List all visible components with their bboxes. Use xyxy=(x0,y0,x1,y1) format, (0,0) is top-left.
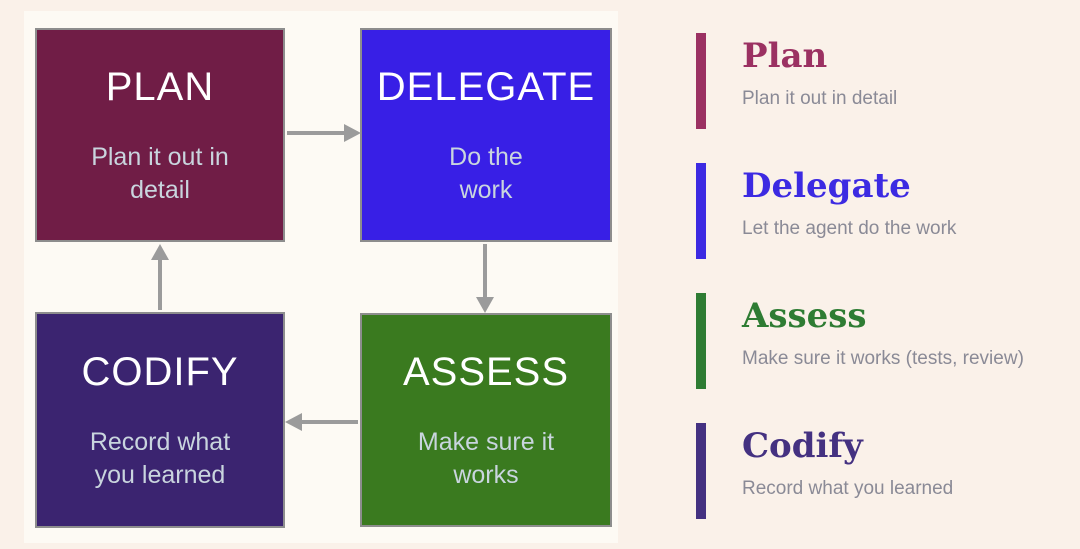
legend-text: Codify Record what you learned xyxy=(742,423,953,519)
codify-box-title: CODIFY xyxy=(81,350,239,394)
delegate-color-bar xyxy=(696,163,706,259)
plan-box-subtitle: Plan it out in detail xyxy=(91,143,229,204)
assess-box-subtitle: Make sure it works xyxy=(417,428,555,489)
plan-box-title: PLAN xyxy=(105,65,215,109)
legend-desc-plan: Plan it out in detail xyxy=(742,88,898,110)
legend-item-assess: Assess Make sure it works (tests, review… xyxy=(696,293,1024,389)
codify-color-bar xyxy=(696,423,706,519)
delegate-box: DELEGATE Do the work xyxy=(360,28,612,242)
legend-text: Assess Make sure it works (tests, review… xyxy=(742,293,1024,389)
codify-box-subtitle: Record what you learned xyxy=(89,428,231,489)
assess-color-bar xyxy=(696,293,706,389)
legend-desc-delegate: Let the agent do the work xyxy=(742,218,957,240)
legend-item-codify: Codify Record what you learned xyxy=(696,423,953,519)
plan-box: PLAN Plan it out in detail xyxy=(35,28,285,242)
codify-box: CODIFY Record what you learned xyxy=(35,312,285,528)
legend-desc-codify: Record what you learned xyxy=(742,478,954,500)
legend-title-plan: Plan xyxy=(742,36,828,76)
legend-title-delegate: Delegate xyxy=(742,166,911,206)
legend-item-plan: Plan Plan it out in detail xyxy=(696,33,897,129)
legend-title-assess: Assess xyxy=(742,296,867,336)
legend-title-codify: Codify xyxy=(742,426,863,466)
delegate-box-subtitle: Do the work xyxy=(449,143,523,204)
legend-text: Delegate Let the agent do the work xyxy=(742,163,956,259)
legend-item-delegate: Delegate Let the agent do the work xyxy=(696,163,956,259)
plan-color-bar xyxy=(696,33,706,129)
legend-text: Plan Plan it out in detail xyxy=(742,33,897,129)
assess-box: ASSESS Make sure it works xyxy=(360,313,612,527)
legend-desc-assess: Make sure it works (tests, review) xyxy=(742,348,1024,370)
delegate-box-title: DELEGATE xyxy=(376,65,596,109)
assess-box-title: ASSESS xyxy=(402,350,570,394)
